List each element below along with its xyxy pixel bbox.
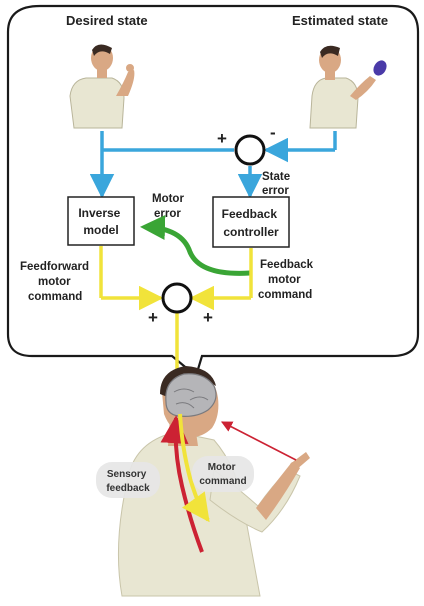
motor-command-bubble: Motor command bbox=[192, 456, 254, 492]
comparator-minus-sign: - bbox=[270, 123, 276, 142]
desired-state-title: Desired state bbox=[66, 13, 148, 28]
estimated-state-figure bbox=[309, 45, 387, 129]
state-error-comparator bbox=[234, 134, 266, 166]
feedback-controller-block: Feedback controller bbox=[212, 196, 290, 248]
motor-command-summation bbox=[161, 282, 193, 314]
desired-state-figure bbox=[69, 44, 135, 129]
motor-command-path bbox=[178, 413, 210, 523]
sensory-feedback-bubble: Sensory feedback bbox=[96, 462, 160, 498]
thought-bubble-frame bbox=[6, 4, 420, 378]
visual-feedback-path bbox=[221, 421, 297, 461]
state-error-label: State error bbox=[262, 171, 293, 197]
feedback-motor-command-label: Feedback motor command bbox=[258, 259, 316, 301]
sum-right-plus-sign: + bbox=[203, 308, 213, 327]
feedforward-motor-command-label: Feedforward motor command bbox=[20, 261, 92, 303]
motor-error-signal bbox=[140, 215, 251, 276]
svg-text:Feedback controller: Feedback controller bbox=[222, 207, 281, 239]
svg-text:Inverse model: Inverse model bbox=[78, 206, 123, 237]
svg-text:Sensory feedback: Sensory feedback bbox=[106, 469, 150, 494]
brain-icon bbox=[165, 373, 217, 417]
estimated-state-title: Estimated state bbox=[292, 13, 388, 28]
comparator-plus-sign: + bbox=[217, 129, 227, 148]
inverse-model-block: Inverse model bbox=[67, 196, 135, 246]
sensory-feedback-path bbox=[160, 415, 204, 553]
motor-command-signal bbox=[99, 246, 253, 400]
held-object-icon bbox=[373, 60, 387, 76]
estimated-state-signal bbox=[89, 131, 337, 199]
svg-text:Motor command: Motor command bbox=[199, 462, 246, 487]
sum-left-plus-sign: + bbox=[148, 308, 158, 327]
